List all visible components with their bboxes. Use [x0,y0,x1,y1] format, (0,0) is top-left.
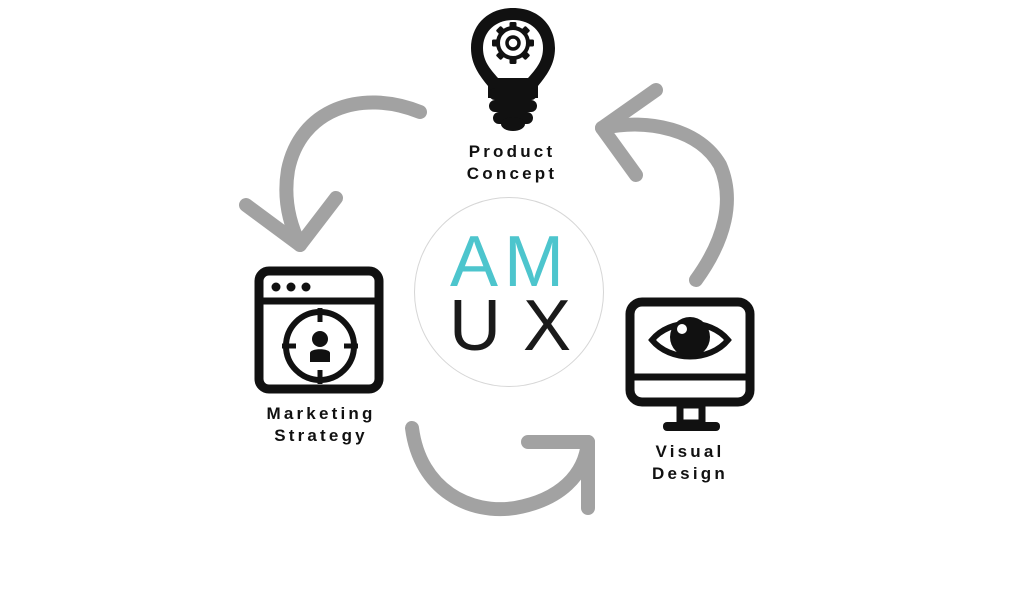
label-line: Design [652,464,728,483]
label-line: Visual [655,442,725,461]
arrow-marketing-to-visual [405,421,595,517]
label-line: Concept [466,164,558,183]
browser-target-icon [254,266,384,394]
label-product-concept: Product Concept [452,141,572,185]
arrow-product-to-marketing-head [239,191,343,252]
label-line: Product [468,142,556,161]
arrow-visual-to-product-head [595,83,663,182]
monitor-eye-icon [625,297,755,431]
arrow-product-to-marketing [279,95,427,252]
lightbulb-gear-icon [471,8,555,131]
label-visual-design: Visual Design [630,441,750,485]
label-line: Strategy [274,426,368,445]
cycle-arrows [239,83,734,517]
arrow-visual-to-product [595,117,734,287]
logo-text-ux: UX [448,286,594,366]
logo-text-am: AM [450,222,570,302]
label-marketing-strategy: Marketing Strategy [249,403,393,447]
arrow-marketing-to-visual-head [521,435,595,515]
logo-circle: AM UX [414,197,604,387]
label-line: Marketing [266,404,376,423]
